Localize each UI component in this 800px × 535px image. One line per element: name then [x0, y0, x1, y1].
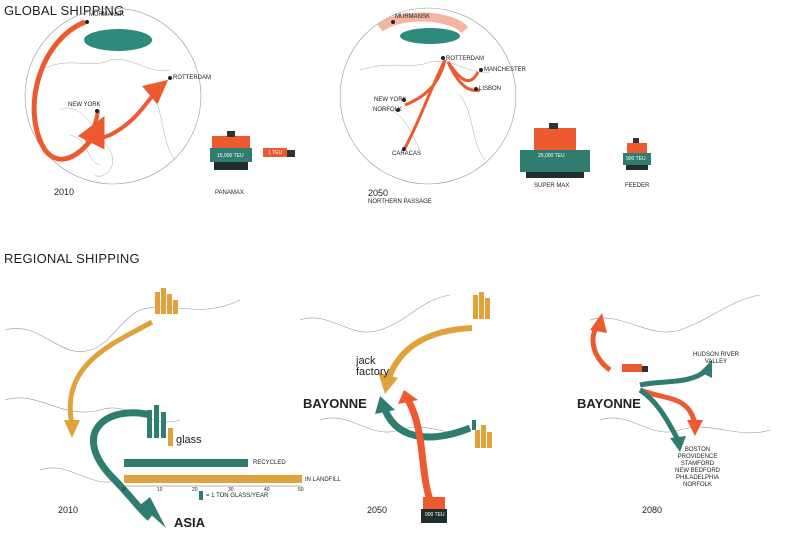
- asia-label: ASIA: [174, 515, 206, 530]
- destination-providence: PROVIDENCE: [677, 454, 718, 460]
- year-2050-regional: 2050: [367, 505, 388, 515]
- panamax-label: PANAMAX: [215, 190, 244, 196]
- city-label-new-york-2050: NEW YORK: [374, 97, 407, 103]
- bayonne-2080-label: BAYONNE: [577, 396, 641, 411]
- city-label-manchester: MANCHESTER: [484, 67, 527, 73]
- year-2050-global: 2050: [368, 188, 389, 198]
- destination-stamford: STAMFORD: [680, 461, 715, 467]
- city-label-rotterdam: ROTTERDAM: [173, 75, 211, 81]
- axis-tick-50: 50: [298, 487, 304, 493]
- supermax-capacity: 25,000 TEU: [538, 153, 565, 159]
- destination-norfolk: NORFOLK: [682, 482, 712, 488]
- destination-new-bedford: NEW BEDFORD: [675, 468, 720, 474]
- destination-philadelphia: PHILADELPHIA: [675, 475, 720, 481]
- axis-tick-10: 10: [157, 487, 163, 493]
- city-label-murmansk-2050: MURMANSK: [395, 14, 431, 20]
- axis-tick-20: 20: [192, 487, 198, 493]
- year-2080-regional: 2080: [642, 505, 663, 515]
- city-label-murmansk: MURMANSK: [89, 12, 125, 18]
- feeder-capacity: 900 TEU: [626, 156, 646, 162]
- glass-legend: = 1 TON GLASS/YEAR: [206, 493, 269, 499]
- regional-shipping-heading: REGIONAL SHIPPING: [4, 251, 140, 266]
- city-label-rotterdam-2050: ROTTERDAM: [446, 56, 484, 62]
- feeder-label: FEEDER: [625, 183, 650, 189]
- city-label-new-york: NEW YORK: [68, 102, 101, 108]
- bayonne-2050-label: BAYONNE: [303, 396, 367, 411]
- global-shipping-heading: GLOBAL SHIPPING: [4, 3, 125, 18]
- supermax-label: SUPER MAX: [534, 183, 570, 189]
- year-2010-regional: 2010: [58, 505, 79, 515]
- city-label-norfolk: NORFOLK: [373, 107, 403, 113]
- feeder-900-label: 900 TEU: [425, 512, 445, 518]
- east-coast-destinations: BOSTON PROVIDENCE STAMFORD NEW BEDFORD P…: [675, 447, 720, 489]
- destination-boston: BOSTON: [684, 447, 711, 453]
- jack-factory-label: jack factory: [356, 355, 390, 378]
- arctic-ice-shape: [84, 29, 152, 51]
- axis-tick-40: 40: [264, 487, 270, 493]
- glass-label: glass: [176, 434, 202, 446]
- recycled-label: RECYCLED: [253, 460, 286, 466]
- axis-tick-30: 30: [228, 487, 234, 493]
- truck-capacity: 1 TEU: [268, 150, 283, 156]
- year-2010-global: 2010: [54, 187, 75, 197]
- city-label-caracas: CARACAS: [392, 151, 422, 157]
- hudson-valley-label: HUDSON RIVER VALLEY: [693, 352, 740, 365]
- city-label-lisbon: LISBON: [479, 86, 502, 92]
- landfill-label: IN LANDFILL: [305, 477, 341, 483]
- northern-passage-label: NORTHERN PASSAGE: [368, 199, 432, 205]
- axis-tick-0: 0: [122, 487, 125, 493]
- panamax-capacity: 15,000 TEU: [217, 153, 244, 159]
